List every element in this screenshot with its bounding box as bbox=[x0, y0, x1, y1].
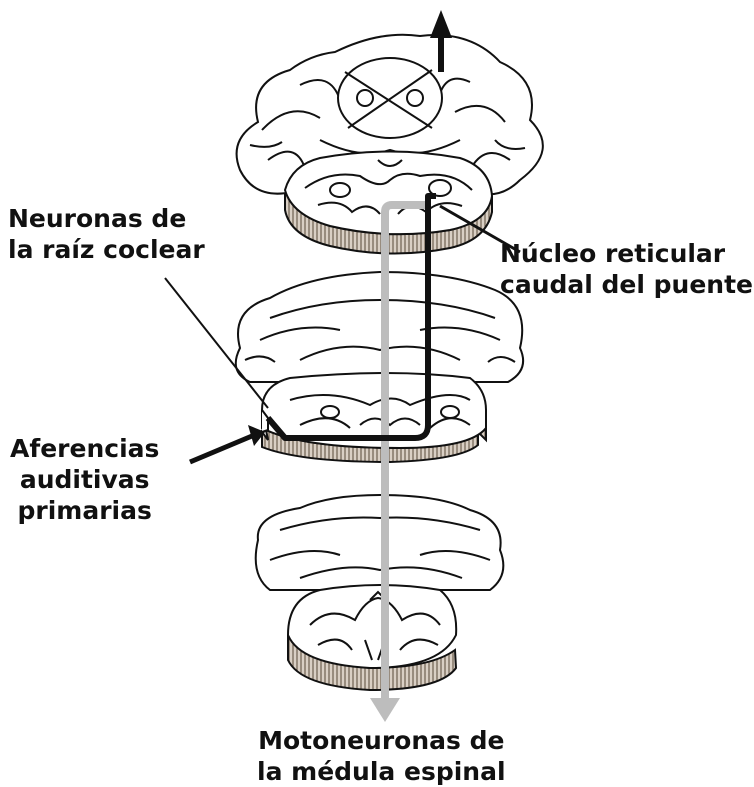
leader-lines bbox=[164, 204, 521, 409]
label-line: la raíz coclear bbox=[8, 235, 205, 264]
label-line: Motoneuronas de bbox=[258, 726, 505, 755]
label-line: primarias bbox=[17, 496, 152, 525]
motor-pathway bbox=[370, 201, 428, 722]
label-spinal-motoneurons: Motoneuronas de la médula espinal bbox=[257, 725, 506, 787]
label-line: caudal del puente bbox=[500, 270, 754, 299]
motor-pathway-line bbox=[381, 201, 428, 700]
afferent-arrowhead bbox=[248, 425, 265, 446]
label-line: Neuronas de bbox=[8, 204, 187, 233]
auditory-pathway-line bbox=[265, 193, 436, 441]
leader-cochlear-root bbox=[164, 277, 269, 409]
motor-pathway-arrowhead bbox=[370, 698, 400, 722]
afferent-arrow-line bbox=[189, 433, 253, 465]
label-line: Aferencias bbox=[10, 434, 160, 463]
label-line: auditivas bbox=[19, 465, 150, 494]
label-cochlear-root-neurons: Neuronas de la raíz coclear bbox=[8, 203, 205, 265]
label-line: Núcleo reticular bbox=[500, 239, 726, 268]
label-caudal-pontine-nucleus: Núcleo reticular caudal del puente bbox=[500, 238, 753, 300]
label-primary-auditory-afferents: Aferencias auditivas primarias bbox=[10, 433, 159, 526]
leader-caudal-pontine bbox=[439, 204, 521, 254]
brainstem-section-top bbox=[235, 33, 544, 255]
label-line: la médula espinal bbox=[257, 757, 506, 786]
ascending-arrowhead bbox=[430, 10, 452, 38]
brainstem-section-bottom bbox=[254, 493, 505, 692]
auditory-pathway bbox=[189, 10, 452, 465]
